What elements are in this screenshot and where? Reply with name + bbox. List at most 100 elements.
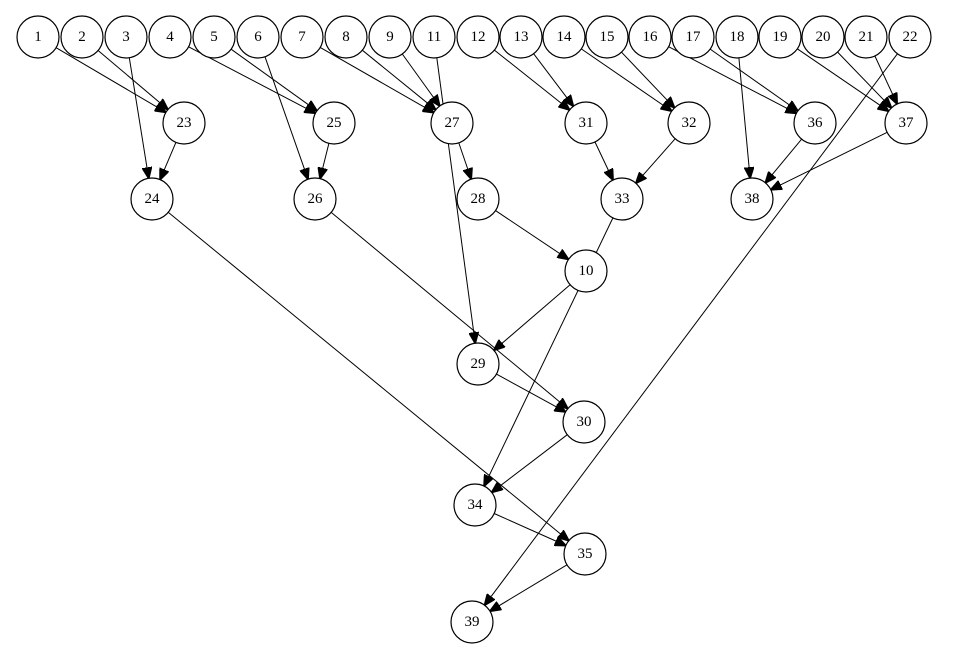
node-label: 39	[465, 614, 480, 630]
edge-26-to-30	[330, 212, 568, 408]
node-circle	[324, 15, 368, 59]
node-label: 21	[859, 29, 874, 45]
node-10: 10	[564, 249, 608, 293]
edge-29-to-30	[496, 373, 565, 412]
node-circle	[368, 15, 412, 59]
node-label: 12	[471, 29, 486, 45]
edge-13-to-31	[533, 53, 574, 106]
edge-1-to-23	[55, 47, 166, 113]
node-circle	[884, 101, 928, 145]
edge-36-to-38	[765, 138, 802, 183]
node-circle	[667, 101, 711, 145]
edge-19-to-37	[797, 48, 888, 111]
node-22: 22	[888, 15, 932, 59]
edge-9-to-27	[401, 53, 439, 106]
node-label: 26	[308, 191, 324, 207]
node-12: 12	[456, 15, 500, 59]
node-circle	[293, 177, 337, 221]
edge-35-to-39	[490, 564, 568, 611]
node-label: 36	[808, 115, 824, 131]
node-label: 10	[579, 263, 594, 279]
node-circle	[280, 15, 324, 59]
node-label: 17	[686, 29, 702, 45]
edge-37-to-38	[771, 131, 888, 189]
node-label: 23	[177, 115, 192, 131]
node-label: 19	[773, 29, 788, 45]
edge-20-to-37	[837, 51, 892, 108]
edge-34-to-35	[493, 513, 566, 546]
node-31: 31	[564, 101, 608, 145]
node-circle	[430, 101, 474, 145]
node-label: 22	[903, 29, 918, 45]
node-circle	[585, 15, 629, 59]
node-circle	[162, 101, 206, 145]
node-circle	[564, 249, 608, 293]
node-circle	[499, 15, 543, 59]
edge-30-to-34	[492, 434, 568, 493]
node-circle	[671, 15, 715, 59]
node-8: 8	[324, 15, 368, 59]
node-circle	[542, 15, 586, 59]
node-4: 4	[148, 15, 192, 59]
node-label: 11	[427, 29, 441, 45]
edge-14-to-32	[581, 48, 671, 111]
node-15: 15	[585, 15, 629, 59]
node-17: 17	[671, 15, 715, 59]
node-circle	[450, 600, 494, 644]
node-label: 8	[342, 29, 350, 45]
node-circle	[16, 15, 60, 59]
node-25: 25	[312, 101, 356, 145]
node-label: 38	[745, 191, 760, 207]
node-label: 15	[600, 29, 615, 45]
node-label: 25	[327, 115, 342, 131]
edge-32-to-33	[636, 138, 676, 183]
node-30: 30	[562, 400, 606, 444]
node-14: 14	[542, 15, 586, 59]
node-label: 9	[386, 29, 394, 45]
edge-10-to-29	[494, 284, 571, 351]
node-39: 39	[450, 600, 494, 644]
node-circle	[456, 177, 500, 221]
node-label: 2	[78, 29, 86, 45]
node-35: 35	[563, 532, 607, 576]
node-label: 33	[615, 191, 630, 207]
node-label: 31	[579, 115, 594, 131]
node-3: 3	[104, 15, 148, 59]
node-circle	[412, 15, 456, 59]
node-1: 1	[16, 15, 60, 59]
edge-18-to-38	[738, 57, 750, 178]
node-9: 9	[368, 15, 412, 59]
node-24: 24	[130, 177, 174, 221]
node-circle	[844, 15, 888, 59]
node-7: 7	[280, 15, 324, 59]
node-label: 34	[468, 497, 484, 513]
edge-5-to-25	[230, 48, 317, 111]
node-label: 13	[514, 29, 529, 45]
edge-25-to-26	[320, 143, 330, 178]
node-circle	[104, 15, 148, 59]
node-label: 18	[730, 29, 745, 45]
node-label: 3	[122, 29, 130, 45]
node-circle	[563, 532, 607, 576]
node-circle	[801, 15, 845, 59]
node-circle	[758, 15, 802, 59]
node-label: 30	[577, 414, 592, 430]
node-circle	[192, 15, 236, 59]
node-circle	[564, 101, 608, 145]
node-16: 16	[628, 15, 672, 59]
edge-15-to-32	[621, 51, 675, 108]
node-21: 21	[844, 15, 888, 59]
node-33: 33	[600, 177, 644, 221]
node-28: 28	[456, 177, 500, 221]
node-6: 6	[236, 15, 280, 59]
edge-17-to-36	[709, 48, 798, 111]
node-label: 28	[471, 191, 486, 207]
edge-6-to-26	[264, 56, 308, 179]
node-label: 1	[34, 29, 42, 45]
edge-12-to-31	[494, 49, 569, 110]
node-label: 7	[298, 29, 306, 45]
node-11: 11	[412, 15, 456, 59]
node-37: 37	[884, 101, 928, 145]
